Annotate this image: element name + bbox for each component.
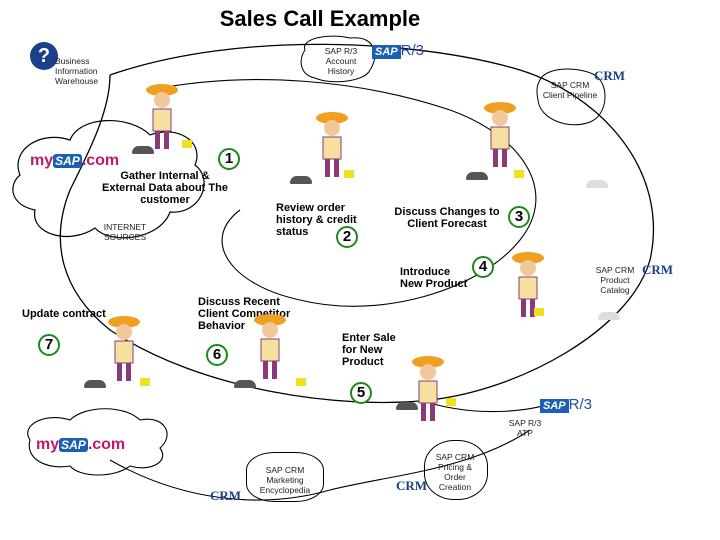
crm-logo: CRM [642,262,674,277]
cloud-icon [12,119,205,239]
crm-logo: CRM [210,488,242,503]
step-7-number: 7 [38,334,60,356]
crm-marketing-label: SAP CRM Marketing Encyclopedia [259,465,311,495]
step-5-number: 5 [350,382,372,404]
phone-icon [446,398,456,406]
step-7-label: Update contract [22,308,106,320]
step-4-label: Introduce New Product [400,266,468,290]
crm-pricing-label: SAP CRM Pricing & Order Creation [435,452,475,492]
flow-line-top [59,43,655,404]
crm-client-pipeline-label: SAP CRM Client Pipeline [542,80,598,100]
step-2-number: 2 [336,226,358,248]
phone-icon [344,170,354,178]
step-1-label: Gather Internal & External Data about Th… [102,170,228,206]
phone-icon [534,308,544,316]
hat-icon [396,402,418,410]
callout-bubble [424,440,488,500]
hat-icon [234,380,256,388]
crm-logo: CRM [594,68,626,83]
hat-icon [466,172,488,180]
step-3-number: 3 [508,206,530,228]
step-2-label: Review order history & credit status [276,202,357,238]
callout-bubble [536,68,606,126]
step-3-label: Discuss Changes to Client Forecast [394,206,500,230]
step-6-number: 6 [206,344,228,366]
callout-bubble [246,452,324,502]
phone-icon [296,378,306,386]
callout-bubble [300,35,376,83]
hat-icon [586,180,608,188]
crm-product-catalog-label: SAP CRM Product Catalog [595,265,635,295]
hat-icon [132,146,154,154]
step-5-label: Enter Sale for New Product [342,332,396,368]
bw-icon: ? [30,42,58,70]
flow-line-inner [149,79,537,307]
r3-atp-label: SAP R/3 ATP [508,418,542,438]
internet-sources-label: INTERNET SOURCES [103,222,147,242]
cloud-icon [27,408,168,476]
crm-logo: CRM [396,478,428,493]
step-4-number: 4 [472,256,494,278]
hat-icon [598,312,620,320]
phone-icon [182,140,192,148]
hat-icon [84,380,106,388]
phone-icon [514,170,524,178]
step-1-number: 1 [218,148,240,170]
r3-account-history-label: SAP R/3 Account History [324,46,358,76]
bw-label: Business Information Warehouse [55,56,99,86]
diagram-title: Sales Call Example [219,6,421,31]
hat-icon [290,176,312,184]
phone-icon [140,378,150,386]
